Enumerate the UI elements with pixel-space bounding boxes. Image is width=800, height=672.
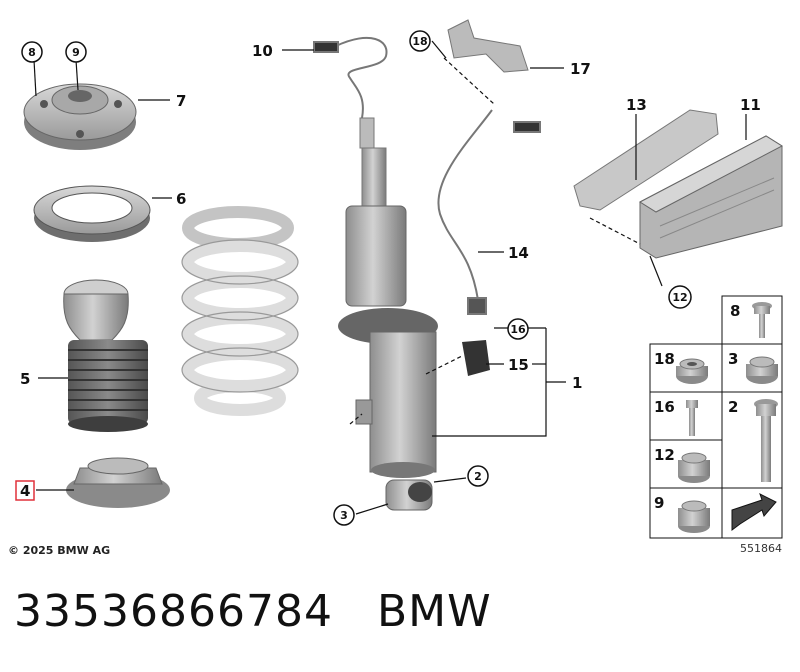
- callout-11: 11: [740, 96, 761, 114]
- coil-spring: [182, 206, 298, 416]
- callout-2: 2: [474, 470, 482, 483]
- small-parts-grid: [649, 295, 783, 539]
- callout-circle-16: [507, 318, 529, 340]
- callout-circle-2: [467, 465, 489, 487]
- callout-1: 1: [572, 374, 582, 392]
- copyright-text: © 2025 BMW AG: [8, 544, 110, 557]
- grid-label-16: 16: [654, 398, 675, 416]
- callout-5: 5: [20, 370, 30, 388]
- part-caption: 33536866784 BMW: [14, 586, 536, 637]
- grid-label-18: 18: [654, 350, 675, 368]
- brand-name: BMW: [376, 586, 492, 637]
- callout-15: 15: [508, 356, 529, 374]
- bracket-part-13: [573, 109, 719, 211]
- grid-label-8: 8: [730, 302, 740, 320]
- callout-9: 9: [72, 46, 80, 59]
- callout-circle-12: [668, 285, 692, 309]
- callout-14: 14: [508, 244, 529, 262]
- sensor-cable-part-14: [437, 109, 541, 315]
- spring-pad-part-6: [33, 185, 151, 242]
- nut-3-drawing: [746, 356, 778, 384]
- sensor-cable-part-10: [313, 36, 388, 119]
- callout-7: 7: [176, 92, 186, 110]
- sensor-part-15: [462, 340, 490, 376]
- grid-label-3: 3: [728, 350, 738, 368]
- exploded-parts-diagram: 8 9 7 6 5 4 10 18 17 13 11 14 12 16 15 1…: [8, 19, 784, 557]
- callout-circle-18: [409, 30, 431, 52]
- shock-absorber-part-1: [338, 117, 438, 511]
- top-mount-part-7: [23, 83, 137, 150]
- callout-16: 16: [510, 323, 526, 336]
- callout-4: 4: [20, 482, 30, 500]
- callout-18: 18: [412, 35, 427, 48]
- callout-13: 13: [626, 96, 647, 114]
- callout-17: 17: [570, 60, 591, 78]
- nut-12-drawing: [678, 452, 710, 483]
- callout-10: 10: [252, 42, 273, 60]
- grid-label-2: 2: [728, 398, 738, 416]
- spring-seat-part-4: [66, 457, 170, 508]
- callout-3: 3: [340, 509, 348, 522]
- nut-9-drawing: [678, 500, 710, 533]
- bolt-16-drawing: [686, 400, 698, 436]
- bracket-part-17: [447, 19, 529, 73]
- bolt-8-drawing: [752, 302, 772, 338]
- callout-circle-9: [65, 41, 87, 63]
- callout-circle-8: [21, 41, 43, 63]
- image-number: 551864: [740, 542, 782, 555]
- grid-label-12: 12: [654, 446, 675, 464]
- nut-18-drawing: [676, 358, 708, 384]
- arrow-icon: [731, 493, 777, 531]
- control-unit-part-11: [638, 135, 784, 259]
- callout-12: 12: [672, 291, 687, 304]
- highlight-box: [15, 480, 35, 501]
- callout-8: 8: [28, 46, 36, 59]
- part-number: 33536866784: [14, 586, 333, 637]
- grid-label-9: 9: [654, 494, 664, 512]
- callout-circle-3: [333, 504, 355, 526]
- callout-6: 6: [176, 190, 186, 208]
- bolt-2-drawing: [754, 399, 778, 482]
- protection-boot-part-5: [63, 279, 148, 432]
